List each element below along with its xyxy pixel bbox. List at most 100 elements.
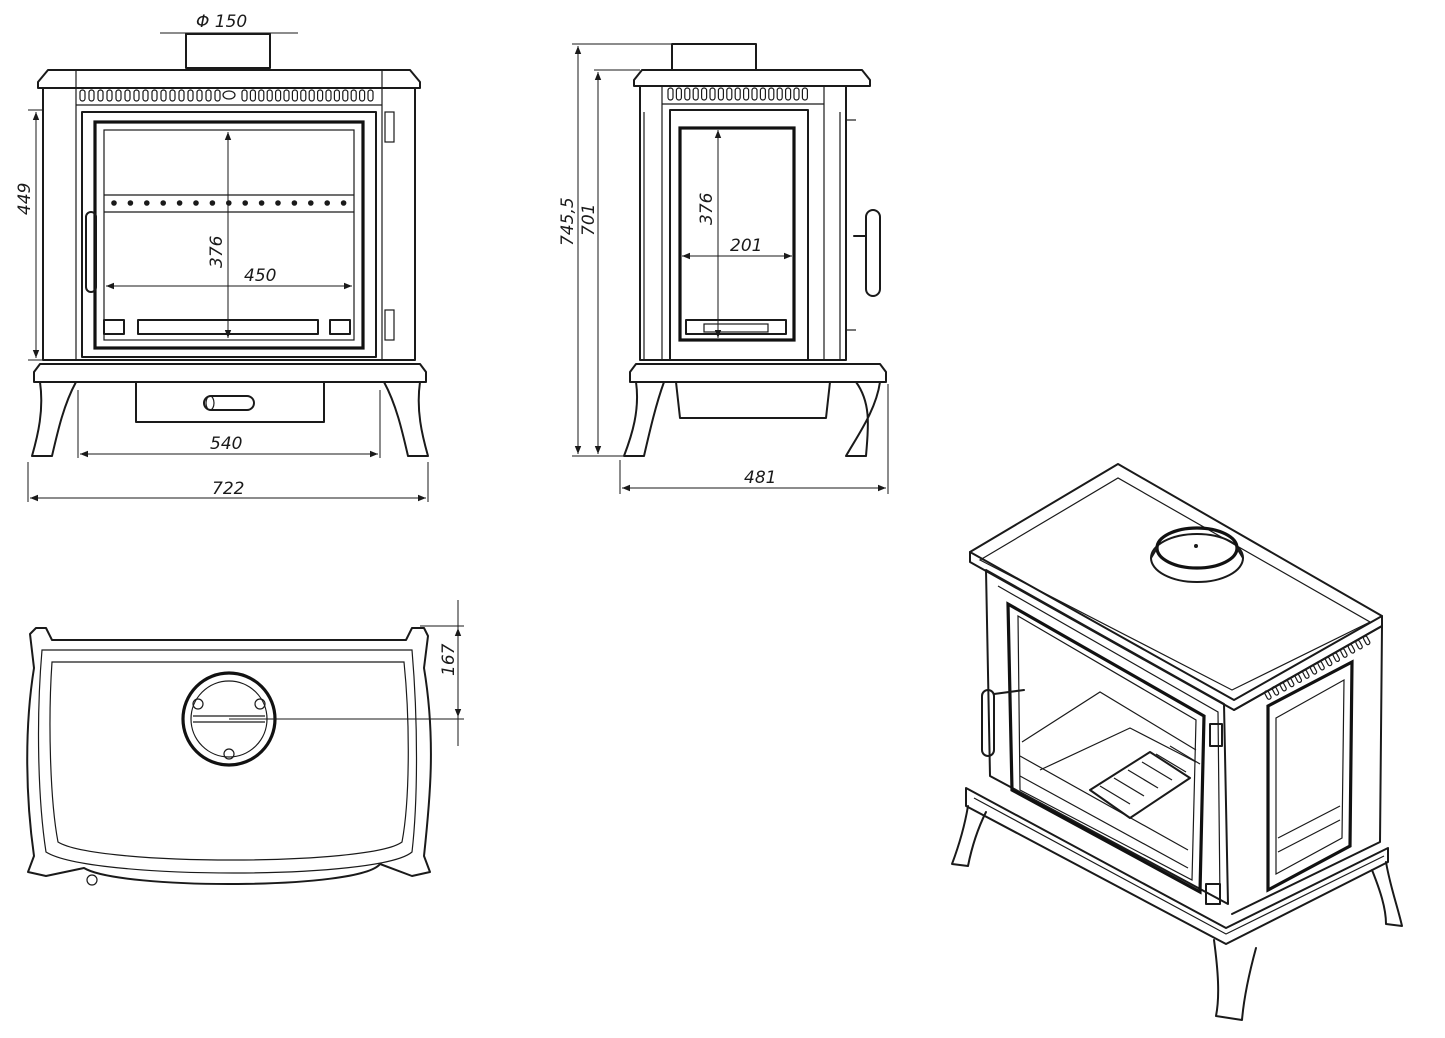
dim-front-glass-width: 450 bbox=[244, 266, 276, 286]
vent-slot bbox=[291, 89, 298, 102]
vent-slot bbox=[1340, 648, 1348, 658]
dim-side-glass-height: 376 bbox=[697, 192, 717, 225]
vent-slot bbox=[169, 89, 176, 102]
vent-slot bbox=[266, 89, 273, 102]
vent-slot bbox=[88, 89, 95, 102]
vent-slot bbox=[133, 89, 140, 102]
vent-slot bbox=[241, 89, 248, 102]
vent-slot bbox=[106, 89, 113, 102]
vent-slot bbox=[1324, 656, 1333, 667]
grate-hole bbox=[258, 200, 265, 206]
vent-slot bbox=[115, 89, 122, 102]
dim-front-height: 449 bbox=[15, 183, 35, 215]
grate-hole bbox=[209, 200, 216, 206]
vent-slot bbox=[1332, 652, 1341, 663]
iso-vent-slots bbox=[1264, 635, 1371, 700]
vent-slot bbox=[667, 87, 674, 101]
vent-slot bbox=[1264, 690, 1272, 700]
grate-hole bbox=[226, 200, 232, 206]
dim-overall-width: 722 bbox=[212, 479, 244, 499]
vent-slot bbox=[1347, 644, 1356, 654]
vent-slot bbox=[160, 89, 167, 102]
isometric-view bbox=[951, 463, 1403, 1021]
vent-slot bbox=[759, 87, 767, 101]
vent-slot bbox=[205, 89, 212, 102]
grate-hole bbox=[193, 200, 199, 206]
vent-slot bbox=[1317, 660, 1325, 671]
vent-slot bbox=[178, 89, 185, 102]
vent-slot bbox=[300, 89, 307, 102]
grate-bar bbox=[1127, 769, 1159, 789]
grate-bar bbox=[1169, 745, 1201, 765]
vent-slot bbox=[249, 89, 256, 102]
grate-hole bbox=[308, 200, 314, 206]
grate-bar bbox=[1155, 753, 1187, 773]
vent-slot bbox=[1271, 686, 1280, 696]
dim-side-depth: 481 bbox=[744, 468, 776, 488]
vent-slot bbox=[283, 89, 290, 102]
vent-slot bbox=[793, 87, 800, 101]
grate-bar bbox=[1099, 785, 1131, 805]
side-view: 745,5 701 376 201 481 bbox=[558, 43, 889, 494]
side-vent-slots bbox=[667, 87, 809, 101]
grate-hole bbox=[111, 200, 117, 206]
vent-slot bbox=[359, 89, 366, 102]
vent-slot bbox=[196, 89, 203, 102]
vent-slot bbox=[768, 87, 775, 101]
grate-hole bbox=[127, 200, 134, 206]
grate-hole bbox=[275, 200, 281, 206]
front-view: Φ 150 449 376 450 540 722 bbox=[15, 12, 429, 502]
vent-slot bbox=[1302, 669, 1310, 679]
vent-slot bbox=[333, 89, 340, 102]
grate-hole bbox=[176, 200, 183, 206]
vent-slot bbox=[258, 89, 265, 102]
vent-slot bbox=[142, 89, 149, 102]
vent-slot bbox=[684, 87, 691, 101]
front-vent-slots bbox=[79, 89, 374, 102]
vent-slot bbox=[1309, 665, 1318, 675]
vent-slot bbox=[692, 87, 699, 101]
vent-slot bbox=[1362, 635, 1371, 646]
vent-slot bbox=[350, 89, 357, 102]
vent-slot bbox=[187, 89, 194, 102]
top-view: 167 bbox=[26, 600, 464, 886]
vent-slot bbox=[1279, 681, 1287, 692]
vent-slot bbox=[734, 87, 741, 101]
dim-front-glass-height: 376 bbox=[207, 235, 227, 268]
grate-hole bbox=[242, 200, 248, 206]
vent-slot bbox=[1294, 673, 1303, 684]
dim-side-glass-width: 201 bbox=[730, 236, 762, 256]
vent-center-mark bbox=[222, 90, 236, 100]
vent-slot bbox=[1286, 677, 1295, 688]
vent-slot bbox=[275, 89, 282, 102]
vent-slot bbox=[751, 87, 758, 101]
dim-side-body-height: 701 bbox=[579, 204, 599, 236]
vent-slot bbox=[342, 89, 349, 102]
dim-base-width: 540 bbox=[210, 434, 242, 454]
vent-slot bbox=[700, 87, 708, 101]
grate-hole bbox=[160, 200, 166, 206]
vent-slot bbox=[784, 87, 792, 101]
vent-slot bbox=[325, 89, 332, 102]
grate-hole bbox=[324, 200, 331, 206]
grate-holes bbox=[111, 200, 347, 206]
vent-slot bbox=[214, 89, 221, 102]
vent-slot bbox=[726, 87, 733, 101]
vent-slot bbox=[124, 89, 131, 102]
dim-side-overall-height: 745,5 bbox=[558, 197, 578, 246]
grate-bar bbox=[1113, 777, 1145, 797]
grate-bars bbox=[1099, 745, 1201, 805]
vent-slot bbox=[675, 87, 683, 101]
vent-slot bbox=[97, 89, 104, 102]
dim-flue-diameter: Φ 150 bbox=[196, 12, 247, 32]
vent-slot bbox=[79, 89, 86, 102]
grate-bar bbox=[1141, 761, 1173, 781]
vent-slot bbox=[367, 89, 374, 102]
vent-slot bbox=[742, 87, 750, 101]
vent-slot bbox=[709, 87, 716, 101]
vent-slot bbox=[1355, 639, 1363, 650]
vent-slot bbox=[308, 89, 315, 102]
grate-hole bbox=[291, 200, 298, 206]
vent-slot bbox=[801, 87, 809, 101]
